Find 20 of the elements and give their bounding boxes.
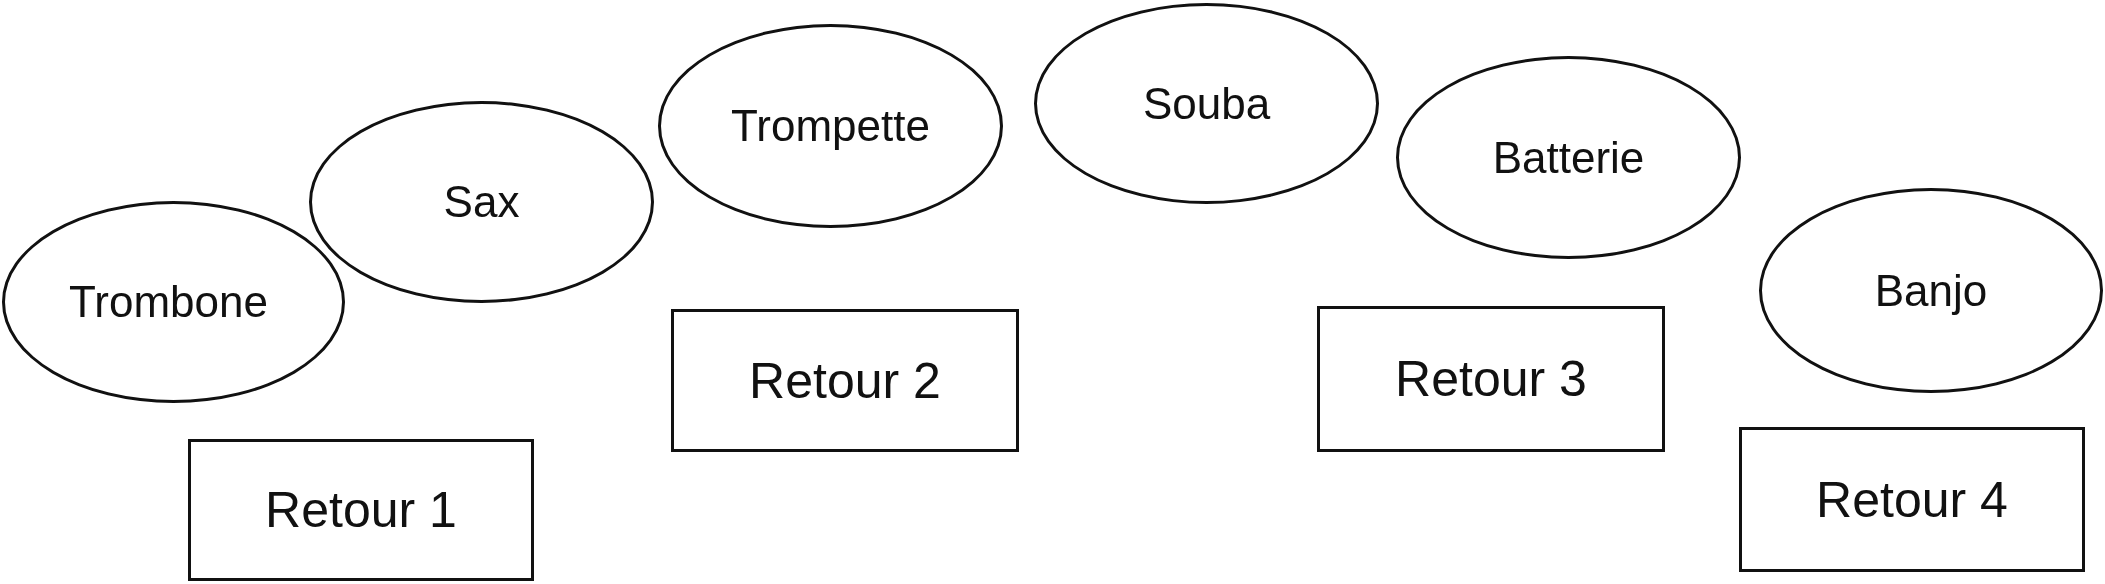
ellipse-node — [2, 201, 345, 403]
node-label: Retour 3 — [1395, 350, 1587, 408]
node-label: Souba — [1142, 78, 1271, 129]
node-label: Banjo — [1874, 265, 1988, 316]
node-label: Trombone — [69, 277, 268, 327]
node-label: Retour 1 — [265, 481, 457, 539]
node-label: Retour 4 — [1816, 470, 2008, 529]
ellipse-node — [1759, 188, 2103, 393]
node-label: Sax — [443, 177, 520, 227]
box-node — [188, 439, 534, 581]
ellipse-node — [1034, 3, 1379, 204]
box-node — [1317, 306, 1665, 452]
box-node — [671, 309, 1019, 452]
node-label: Retour 2 — [749, 351, 941, 410]
ellipse-node — [1396, 56, 1741, 259]
node-label: Batterie — [1492, 132, 1645, 183]
box-node — [1739, 427, 2085, 572]
ellipse-node — [658, 24, 1003, 228]
ellipse-node — [309, 101, 654, 303]
node-label: Trompette — [731, 101, 930, 151]
